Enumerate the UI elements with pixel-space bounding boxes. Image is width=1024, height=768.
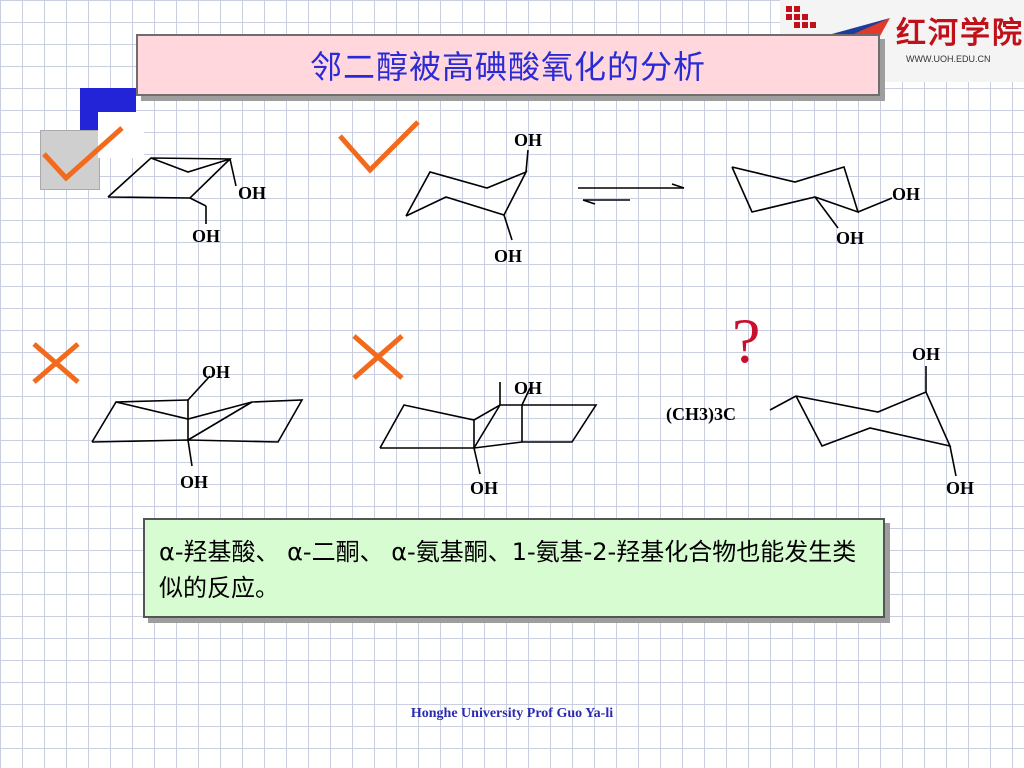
note-box: α-羟基酸、 α-二酮、 α-氨基酮、1-氨基-2-羟基化合物也能发生类似的反应… bbox=[143, 518, 885, 618]
decor-white-square bbox=[98, 112, 144, 158]
mol6-oh-label: OH bbox=[946, 478, 974, 498]
check-mark-icon bbox=[42, 126, 124, 182]
mol5-oh-label: OH bbox=[470, 478, 498, 498]
check-mark-icon bbox=[338, 120, 420, 174]
mol5-oh-label: OH bbox=[514, 378, 542, 398]
mol1-oh-label: OH bbox=[238, 183, 266, 203]
logo-name: 红河学院 bbox=[896, 16, 1024, 51]
mol3-oh-label: OH bbox=[892, 184, 920, 204]
cross-mark-icon bbox=[32, 342, 80, 384]
mol4-oh-label: OH bbox=[202, 362, 230, 382]
mol4-oh-label: OH bbox=[180, 472, 208, 492]
mol1-oh-label: OH bbox=[192, 226, 220, 246]
slide-title: 邻二醇被高碘酸氧化的分析 bbox=[136, 34, 880, 96]
mol2-oh-label: OH bbox=[514, 130, 542, 150]
mol3-oh-label: OH bbox=[836, 228, 864, 248]
mol2-oh-label: OH bbox=[494, 246, 522, 266]
cross-mark-icon bbox=[352, 334, 404, 380]
logo-url: WWW.UOH.EDU.CN bbox=[906, 54, 991, 64]
footer-credit: Honghe University Prof Guo Ya-li bbox=[410, 706, 614, 721]
mol6-substituent-label: (CH3)3C bbox=[666, 404, 736, 425]
question-mark: ? bbox=[732, 305, 760, 376]
mol6-oh-label: OH bbox=[912, 344, 940, 364]
